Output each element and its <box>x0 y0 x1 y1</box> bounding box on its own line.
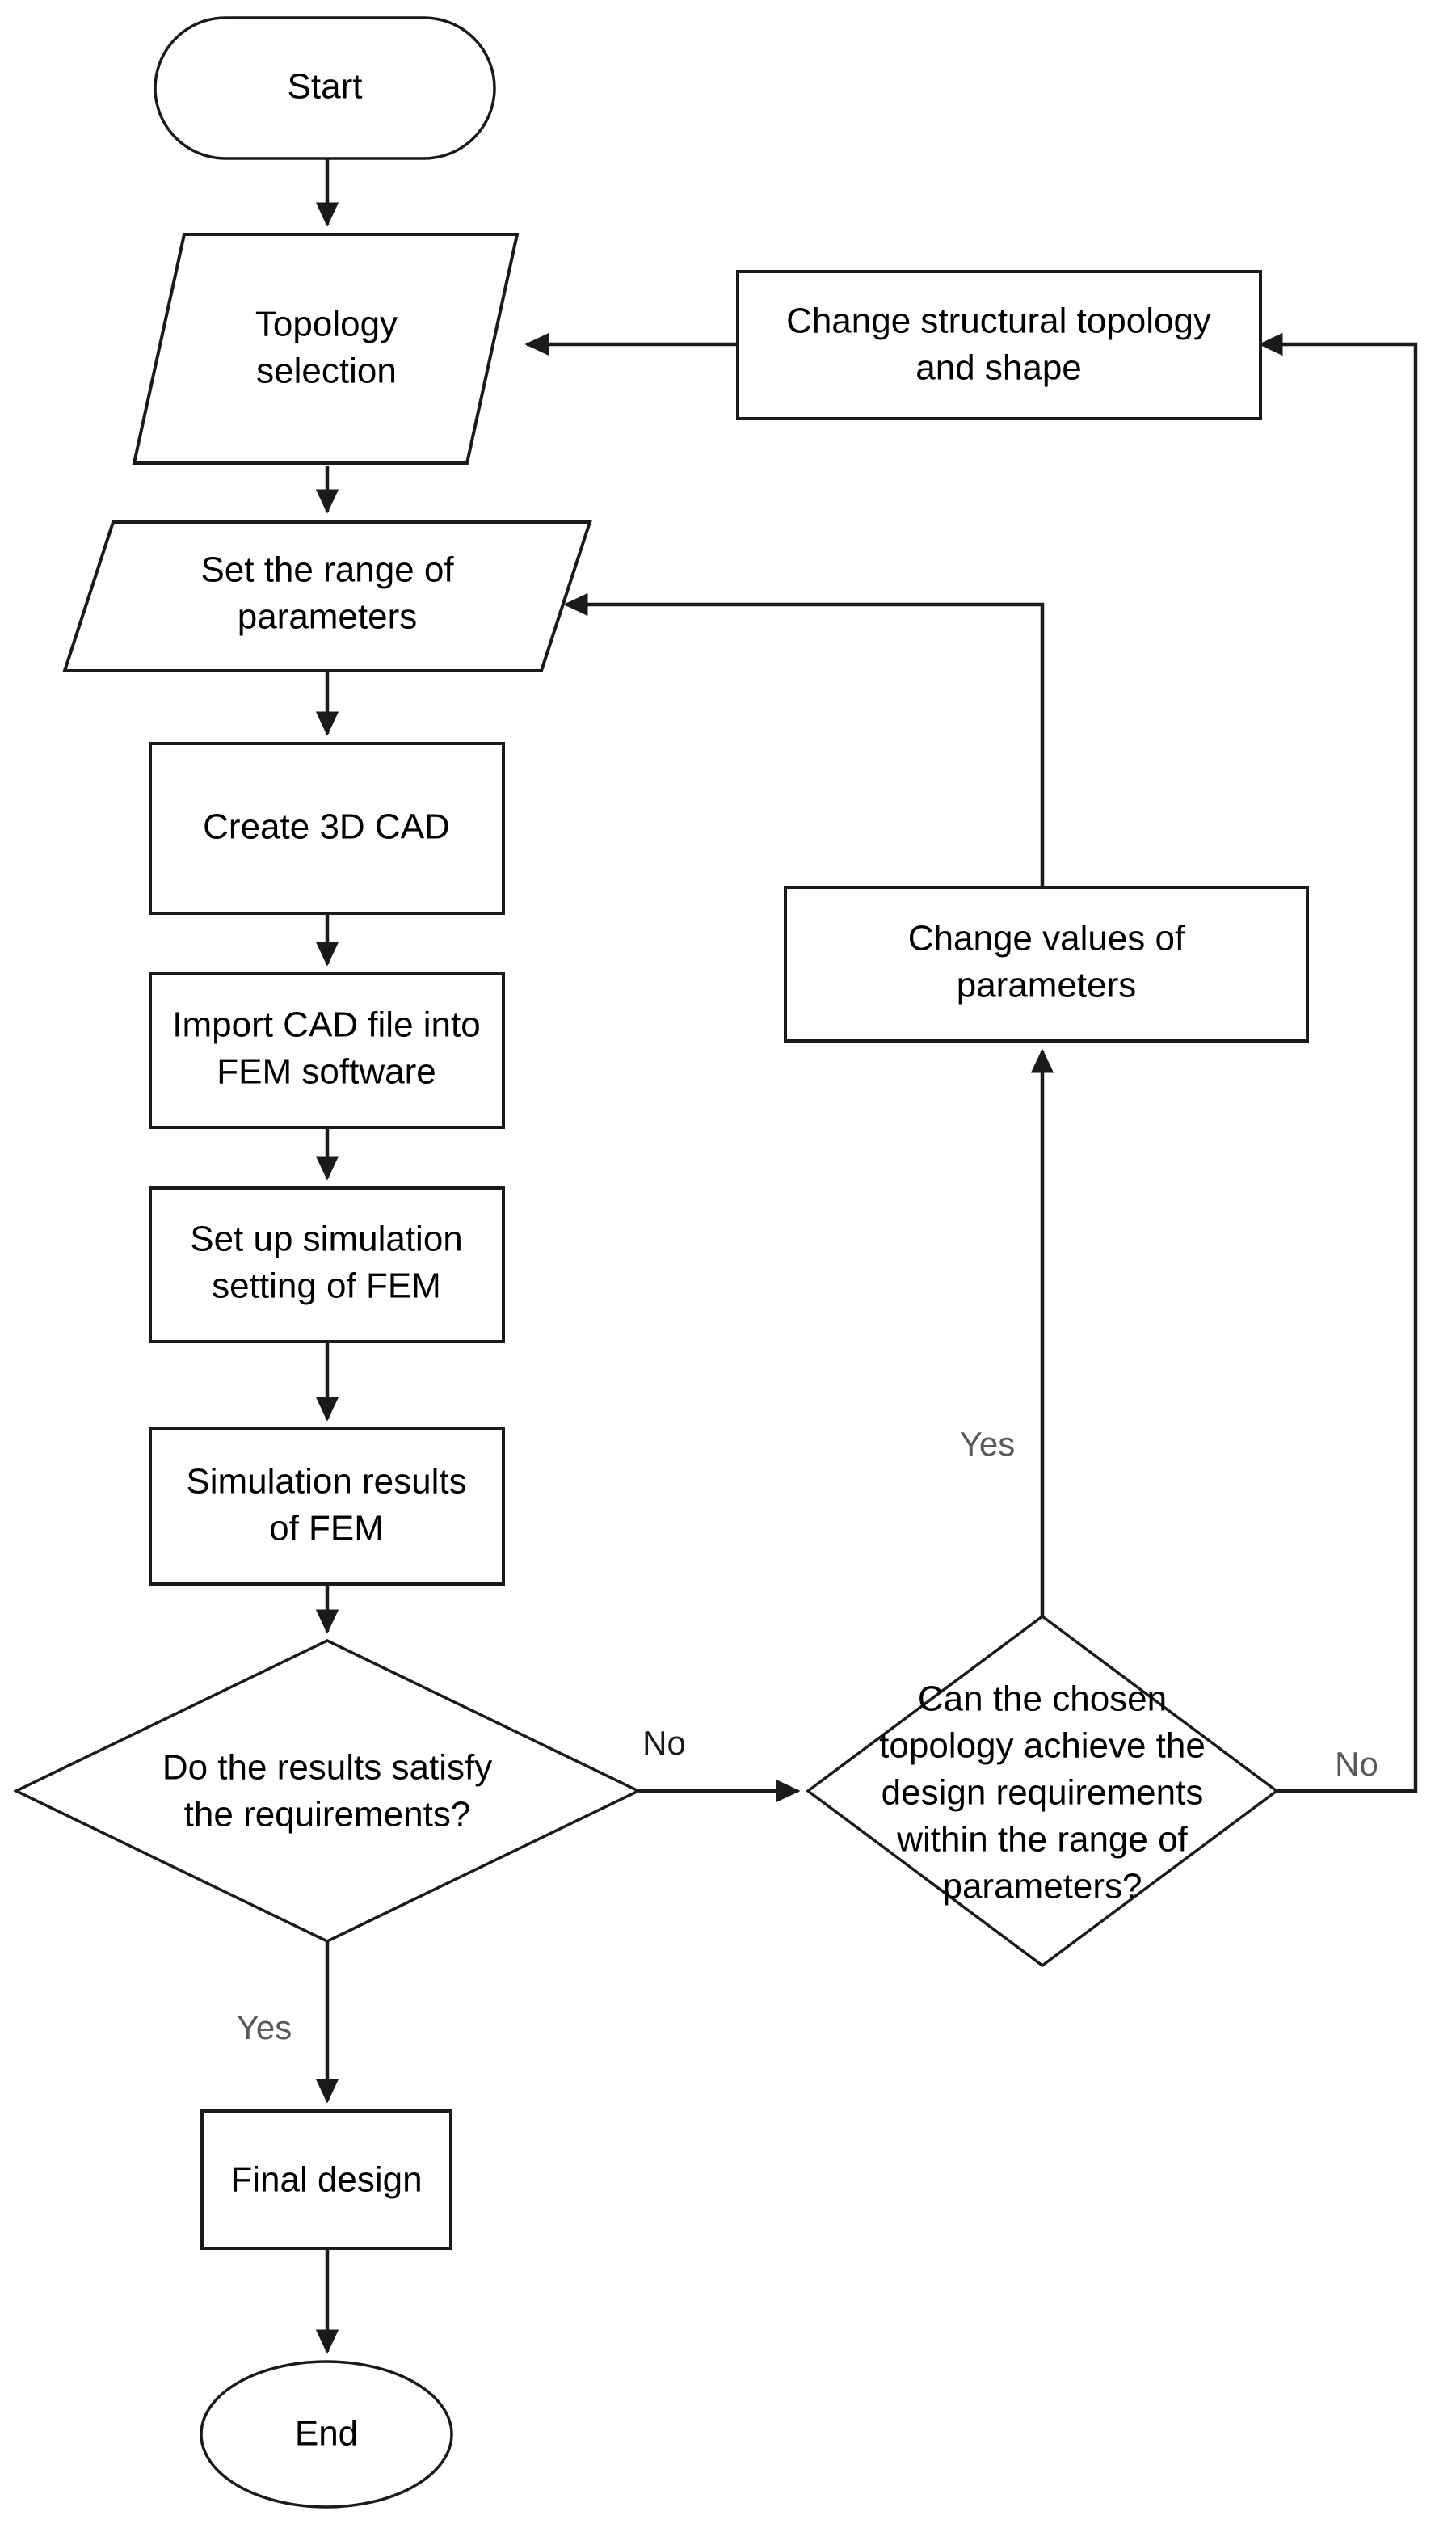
node-decision-results-satisfy[interactable]: Do the results satisfy the requirements? <box>12 1639 642 1943</box>
setup-simulation-label-line2: setting of FEM <box>212 1266 441 1306</box>
decision-topology-label-line4: within the range of <box>896 1820 1188 1860</box>
node-change-structural-topology[interactable]: Change structural topology and shape <box>736 270 1262 420</box>
decision-topology-label-line2: topology achieve the <box>879 1726 1206 1766</box>
setup-simulation-setting-shape <box>149 1186 505 1343</box>
import-cad-file-shape <box>149 972 505 1129</box>
end-terminator-shape <box>200 2360 453 2509</box>
change-structural-topology-shape <box>736 270 1262 420</box>
decision-topology-shape <box>806 1614 1279 1968</box>
node-topology-selection[interactable]: Topology selection <box>132 233 520 465</box>
topology-selection-label-line2: selection <box>256 352 397 391</box>
change-values-shape <box>784 886 1309 1043</box>
import-cad-file-label-line1: Import CAD file into <box>172 1005 480 1045</box>
decision-topology-label-line3: design requirements <box>882 1773 1204 1813</box>
topology-selection-label-line1: Topology <box>255 305 398 344</box>
node-simulation-results[interactable]: Simulation results of FEM <box>149 1427 505 1586</box>
decision-topology-label-line5: parameters? <box>942 1867 1142 1907</box>
node-setup-simulation-setting[interactable]: Set up simulation setting of FEM <box>149 1186 505 1343</box>
set-range-shape <box>62 520 592 672</box>
node-set-range-of-parameters[interactable]: Set the range of parameters <box>62 520 592 672</box>
simulation-results-label-line1: Simulation results <box>186 1462 466 1502</box>
simulation-results-shape <box>149 1427 505 1586</box>
edge-label-decision-results-yes: Yes <box>237 2008 292 2046</box>
create-3d-cad-label: Create 3D CAD <box>203 807 450 847</box>
node-decision-topology-achieve[interactable]: Can the chosen topology achieve the desi… <box>806 1614 1279 1968</box>
edge-decisiontopology-no-to-changetopology <box>1258 332 1418 1793</box>
change-structural-topology-label-line1: Change structural topology <box>786 301 1211 341</box>
edge-label-decision-topology-yes: Yes <box>960 1425 1016 1463</box>
topology-selection-shape <box>132 233 520 465</box>
decision-topology-label-line1: Can the chosen <box>918 1679 1167 1719</box>
change-values-label-line1: Change values of <box>908 919 1185 959</box>
node-final-design[interactable]: Final design <box>200 2109 452 2250</box>
final-design-label: Final design <box>230 2160 422 2200</box>
edge-label-decision-results-no: No <box>642 1724 686 1762</box>
import-cad-file-label-line2: FEM software <box>217 1052 436 1092</box>
final-design-shape <box>200 2109 452 2250</box>
set-range-label-line2: parameters <box>238 597 418 637</box>
setup-simulation-label-line1: Set up simulation <box>190 1220 463 1259</box>
edge-changevalues-to-setrange <box>563 592 1045 887</box>
start-terminator-shape <box>154 16 496 160</box>
decision-results-shape <box>12 1639 642 1943</box>
edge-label-decision-topology-no: No <box>1335 1745 1378 1783</box>
simulation-results-label-line2: of FEM <box>269 1509 384 1548</box>
change-values-label-line2: parameters <box>957 966 1137 1005</box>
node-start[interactable]: Start <box>154 16 496 160</box>
end-label: End <box>295 2414 358 2454</box>
change-structural-topology-label-line2: and shape <box>915 348 1082 388</box>
node-create-3d-cad[interactable]: Create 3D CAD <box>149 742 505 915</box>
node-change-values-of-parameters[interactable]: Change values of parameters <box>784 886 1309 1043</box>
decision-results-label-line1: Do the results satisfy <box>162 1748 492 1788</box>
node-end[interactable]: End <box>200 2360 453 2509</box>
set-range-label-line1: Set the range of <box>200 550 454 590</box>
node-import-cad-file[interactable]: Import CAD file into FEM software <box>149 972 505 1129</box>
start-label: Start <box>288 67 363 107</box>
decision-results-label-line2: the requirements? <box>184 1795 471 1835</box>
create-3d-cad-shape <box>149 742 505 915</box>
